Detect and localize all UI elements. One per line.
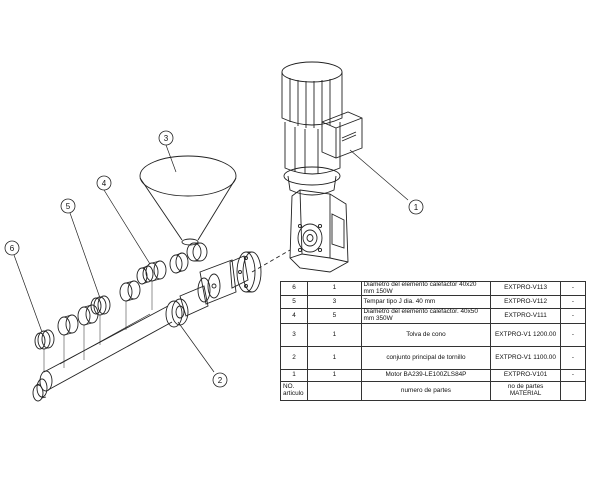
callout-2: 2 [212,372,228,388]
bom-part-number: EXTPRO-V111 [490,308,561,324]
bom-item-number: 6 [279,280,309,297]
bom-header-qty [307,380,362,401]
bom-row: 1 1 Motor BA239-LE100ZLS84P EXTPRO-V101 … [279,368,587,382]
bom-description: Tolva de cono [360,322,492,347]
callout-4: 4 [96,175,112,191]
bom-extra: - [559,368,587,382]
callout-6-label: 6 [10,244,15,253]
bom-part-number: EXTPRO-V101 [490,368,561,382]
bom-header-material: no de partes MATERIAL [490,380,561,401]
bom-row: 4 5 Diametro del elemento calefactor. 40… [279,308,587,324]
bom-quantity: 1 [307,368,362,382]
bom-description: Motor BA239-LE100ZLS84P [360,368,492,382]
bom-extra: - [559,345,587,370]
bom-part-number: EXTPRO-V1 1100.00 [490,345,561,370]
bom-header-row: NO. articulo numero de partes no de part… [279,380,587,401]
bom-row: 3 1 Tolva de cono EXTPRO-V1 1200.00 - [279,322,587,347]
heater-bands [34,252,189,372]
callout-5-label: 5 [66,202,71,211]
bom-item-number: 5 [279,295,309,310]
bom-item-number: 3 [279,322,309,347]
callout-5: 5 [60,198,76,214]
callout-4-label: 4 [102,179,107,188]
bom-part-number: EXTPRO-V1 1200.00 [490,322,561,347]
callout-1-label: 1 [414,203,419,212]
cone-hopper [139,155,237,262]
bom-quantity: 1 [307,345,362,370]
bom-item-number: 2 [279,345,309,370]
bom-row: 2 1 conjunto principal de tornillo EXTPR… [279,345,587,370]
bom-row: 6 1 Diametro del elemento calefactor 40x… [279,280,587,297]
bom-description: Diametro del elemento calefactor. 40x50 … [360,308,492,324]
screw-main-assembly [32,249,291,402]
bom-part-number: EXTPRO-V113 [490,280,561,297]
bom-quantity: 3 [307,295,362,310]
bill-of-materials-table: 6 1 Diametro del elemento calefactor 40x… [279,280,587,401]
bom-quantity: 1 [307,322,362,347]
bom-part-number: EXTPRO-V112 [490,295,561,310]
bom-description: conjunto principal de tornillo [360,345,492,370]
bom-description: Diametro del elemento calefactor 40x20 m… [360,280,492,297]
bom-extra: - [559,280,587,297]
callout-2-label: 2 [218,376,223,385]
bom-header-description: numero de partes [360,380,492,401]
bom-quantity: 5 [307,308,362,324]
callout-6: 6 [4,240,20,256]
bom-quantity: 1 [307,280,362,297]
bom-extra: - [559,322,587,347]
callout-3-label: 3 [164,134,169,143]
bom-description: Tempar tipo J dia. 40 mm [360,295,492,310]
bom-extra: - [559,308,587,324]
bom-row: 5 3 Tempar tipo J dia. 40 mm EXTPRO-V112… [279,295,587,310]
bom-header-extra [559,380,587,401]
motor-assembly [281,61,363,273]
bom-header-item: NO. articulo [279,380,309,401]
bom-item-number: 1 [279,368,309,382]
callout-1: 1 [408,199,424,215]
callout-3: 3 [158,130,174,146]
bom-item-number: 4 [279,308,309,324]
bom-extra: - [559,295,587,310]
